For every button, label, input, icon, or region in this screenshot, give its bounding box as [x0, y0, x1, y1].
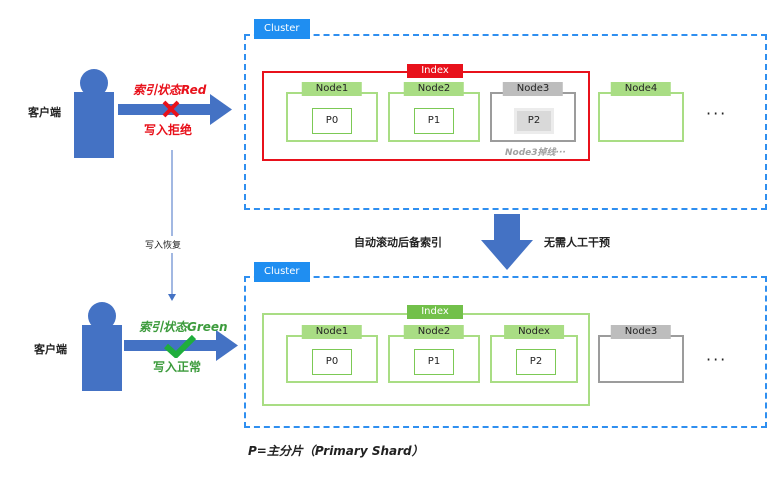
top-node-3: Node3 P2: [490, 82, 576, 142]
bottom-arrow-icon: [124, 330, 238, 361]
bottom-cluster-tag: Cluster: [254, 262, 310, 282]
bottom-shard-p2: P2: [516, 349, 556, 375]
top-node-1: Node1 P0: [286, 82, 378, 142]
top-node-1-label: Node1: [301, 82, 363, 96]
write-recover-label: 写入恢复: [145, 236, 182, 253]
bottom-node-x-label: Nodex: [504, 325, 564, 339]
top-node-2: Node2 P1: [388, 82, 480, 142]
bottom-write-status: 写入正常: [153, 360, 202, 374]
no-intervention-text: 无需人工干预: [544, 236, 610, 249]
legend-text: P=主分片（Primary Shard）: [248, 444, 424, 458]
top-shard-p2: P2: [514, 108, 554, 134]
bottom-ellipsis: ···: [706, 350, 728, 369]
top-node-2-label: Node2: [403, 82, 465, 96]
auto-rebalance-text: 自动滚动后备索引: [354, 236, 442, 249]
top-cluster-tag: Cluster: [254, 19, 310, 39]
top-node-4: Node4: [598, 82, 684, 142]
bottom-node-1: Node1 P0: [286, 325, 378, 383]
bottom-shard-p0: P0: [312, 349, 352, 375]
top-shard-p0: P0: [312, 108, 352, 134]
bottom-index-label: Index: [407, 305, 463, 319]
recover-arrow-icon: [168, 150, 176, 301]
node-down-note: Node3掉线···: [505, 148, 566, 158]
bottom-node-1-label: Node1: [301, 325, 363, 339]
bottom-node-3: Node3: [598, 325, 684, 383]
bottom-node-2-label: Node2: [403, 325, 465, 339]
top-client-label: 客户端: [28, 106, 61, 119]
top-ellipsis: ···: [706, 104, 728, 123]
top-shard-p1: P1: [414, 108, 454, 134]
bottom-node-2: Node2 P1: [388, 325, 480, 383]
top-status-text: 索引状态Red: [133, 83, 207, 97]
bottom-client-body-icon: [82, 325, 122, 391]
bottom-shard-p1: P1: [414, 349, 454, 375]
check-icon: [163, 334, 197, 358]
top-node-4-label: Node4: [610, 82, 672, 96]
bottom-client-label: 客户端: [34, 343, 67, 356]
top-node-3-label: Node3: [502, 82, 564, 96]
bottom-node-x: Nodex P2: [490, 325, 578, 383]
down-arrow-icon: [481, 214, 533, 270]
top-write-status: 写入拒绝: [144, 123, 193, 137]
top-index-label: Index: [407, 64, 463, 78]
top-client-body-icon: [74, 92, 114, 158]
top-cluster-border: [244, 34, 767, 210]
cross-icon: [162, 100, 180, 118]
bottom-cluster-border: [244, 276, 767, 428]
top-arrow-icon: [118, 94, 232, 125]
bottom-node-3-label: Node3: [610, 325, 672, 339]
bottom-status-text: 索引状态Green: [139, 320, 228, 334]
